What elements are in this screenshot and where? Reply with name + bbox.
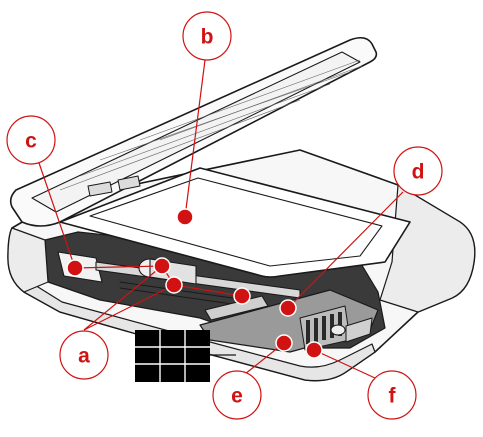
callout-label-c: c [25, 130, 37, 153]
callout-label-a: a [78, 345, 90, 368]
dot-a-3 [233, 287, 251, 305]
leader-d [287, 191, 404, 309]
redaction-block [135, 330, 236, 382]
dot-a-1 [153, 257, 171, 275]
dot-e [275, 334, 293, 352]
callout-label-d: d [412, 161, 425, 184]
callout-a: a [59, 330, 109, 380]
callout-e: e [212, 370, 262, 420]
callout-d: d [393, 146, 443, 196]
dot-c [66, 259, 84, 277]
leader-a-2 [83, 284, 175, 331]
callout-c: c [6, 115, 56, 165]
leader-c [37, 159, 76, 269]
dot-a-2 [165, 276, 183, 294]
leader-f [313, 349, 376, 379]
callout-label-b: b [201, 26, 214, 49]
leader-a [83, 265, 163, 331]
glass-platen [59, 167, 411, 278]
leader-a-path [74, 265, 243, 297]
callout-dots [66, 208, 323, 359]
callout-leaders [37, 59, 404, 379]
callout-f: f [367, 370, 417, 420]
leader-e [239, 342, 285, 379]
callout-label-f: f [389, 385, 397, 408]
callout-b: b [182, 11, 232, 61]
dot-b [176, 208, 194, 226]
callout-label-e: e [231, 385, 243, 408]
leader-b [184, 59, 206, 218]
dot-f [305, 341, 323, 359]
dot-d [279, 299, 297, 317]
